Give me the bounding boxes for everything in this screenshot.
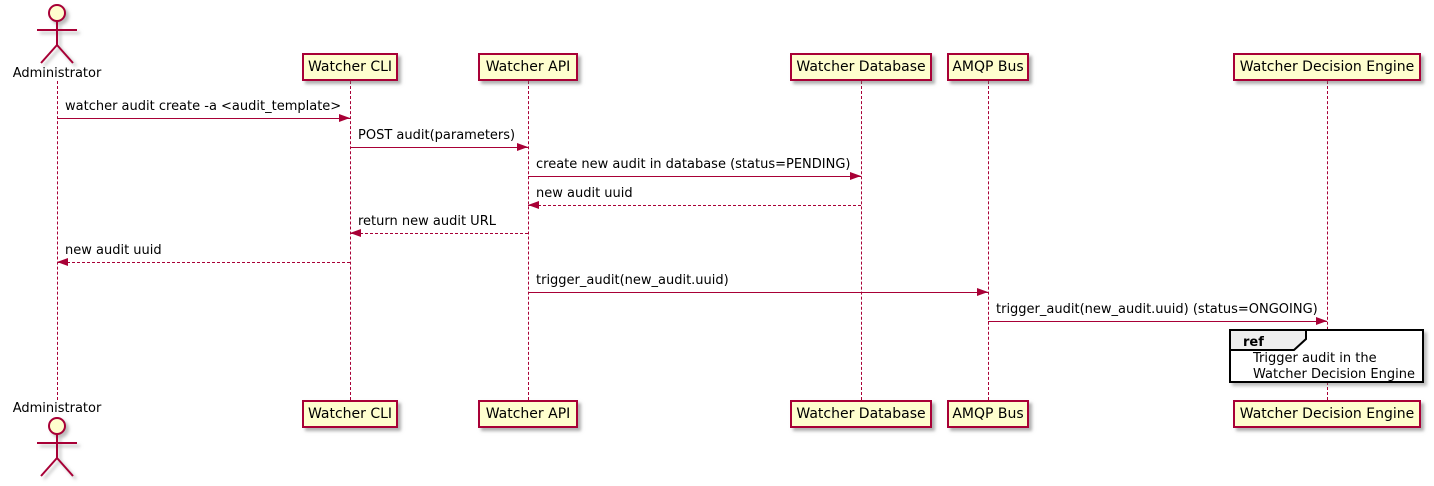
actor-figure-top: [37, 4, 77, 64]
participant-bottom-watcher-database: Watcher Database: [790, 400, 932, 428]
message-label-6: trigger_audit(new_audit.uuid): [536, 273, 729, 288]
ref-text-line1: Trigger audit in the: [1252, 351, 1377, 366]
message-label-3: new audit uuid: [536, 186, 633, 201]
participant-top-watcher-cli: Watcher CLI: [302, 53, 398, 81]
actor-figure-bottom: [37, 417, 77, 477]
participant-bottom-watcher-cli: Watcher CLI: [302, 400, 398, 428]
participant-bottom-amqp-bus: AMQP Bus: [947, 400, 1029, 428]
message-line-2: [528, 176, 861, 177]
message-line-5: [57, 262, 350, 263]
actor-label-top: Administrator: [12, 66, 102, 81]
lifeline-watcher-database: [860, 81, 862, 400]
message-label-1: POST audit(parameters): [358, 128, 516, 143]
message-line-6: [528, 292, 988, 293]
arrowhead-icon-1: [517, 143, 528, 151]
lifeline-amqp-bus: [987, 81, 989, 400]
participant-bottom-watcher-decision-engine: Watcher Decision Engine: [1233, 400, 1421, 428]
arrowhead-icon-6: [977, 288, 988, 296]
message-line-3: [528, 205, 861, 206]
arrowhead-icon-2: [850, 172, 861, 180]
participant-top-watcher-database: Watcher Database: [790, 53, 932, 81]
actor-label-bottom: Administrator: [12, 401, 102, 416]
message-label-7: trigger_audit(new_audit.uuid) (status=ON…: [996, 302, 1318, 317]
lifeline-watcher-decision-engine: [1326, 81, 1328, 400]
message-line-0: [57, 118, 350, 119]
message-line-1: [350, 147, 528, 148]
arrowhead-icon-7: [1316, 317, 1327, 325]
participant-top-watcher-api: Watcher API: [478, 53, 578, 81]
arrowhead-icon-0: [339, 114, 350, 122]
message-label-2: create new audit in database (status=PEN…: [536, 157, 851, 172]
lifeline-administrator: [56, 81, 58, 400]
participant-top-watcher-decision-engine: Watcher Decision Engine: [1233, 53, 1421, 81]
arrowhead-icon-3: [528, 201, 539, 209]
arrowhead-icon-5: [57, 258, 68, 266]
participant-top-amqp-bus: AMQP Bus: [947, 53, 1029, 81]
ref-keyword: ref: [1243, 335, 1264, 350]
ref-fragment: ref Trigger audit in the Watcher Decisio…: [1229, 329, 1424, 383]
message-line-4: [350, 233, 528, 234]
message-label-4: return new audit URL: [358, 214, 496, 229]
lifeline-watcher-api: [527, 81, 529, 400]
arrowhead-icon-4: [350, 229, 361, 237]
message-label-0: watcher audit create -a <audit_template>: [65, 99, 342, 114]
message-line-7: [988, 321, 1327, 322]
message-label-5: new audit uuid: [65, 243, 162, 258]
lifeline-watcher-cli: [349, 81, 351, 400]
participant-bottom-watcher-api: Watcher API: [478, 400, 578, 428]
ref-header-shape: [1229, 329, 1307, 351]
ref-text-line2: Watcher Decision Engine: [1253, 367, 1415, 382]
